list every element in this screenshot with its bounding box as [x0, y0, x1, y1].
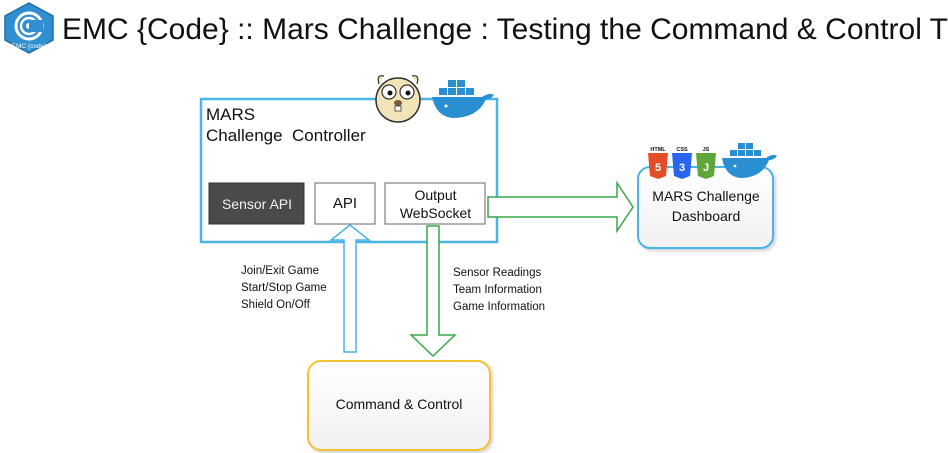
command-control-box — [307, 360, 491, 451]
output-websocket-box — [384, 182, 486, 225]
controller-label-line1: MARS — [206, 105, 256, 124]
outbound-label: Game Information — [453, 301, 546, 313]
emc-code-logo-icon: EMC {code} — [4, 2, 54, 54]
svg-text:3: 3 — [679, 162, 685, 174]
svg-text:CSS: CSS — [676, 147, 688, 153]
svg-text:JS: JS — [703, 147, 710, 153]
html5-icon: 5 HTML — [648, 147, 668, 179]
outbound-label: Team Information — [453, 284, 542, 296]
command-arrow-up — [328, 224, 372, 353]
inbound-commands-list: Join/Exit Game Start/Stop Game Shield On… — [241, 263, 327, 314]
inbound-label: Join/Exit Game — [241, 265, 319, 277]
page-title: EMC {Code} :: Mars Challenge : Testing t… — [62, 13, 948, 46]
css3-icon: 3 CSS — [672, 147, 692, 179]
svg-text:5: 5 — [655, 162, 661, 174]
inbound-label: Shield On/Off — [241, 299, 310, 311]
controller-label: MARS Challenge Controller — [206, 104, 366, 146]
svg-text:J: J — [703, 162, 709, 174]
output-websocket-label: Output WebSocket — [399, 186, 472, 221]
controller-label-line2: Challenge Controller — [206, 126, 366, 145]
sensor-api-label: Sensor API — [221, 195, 293, 212]
dashboard-label: MARS Challenge Dashboard — [652, 188, 760, 224]
sensor-api-box — [208, 182, 305, 225]
output-arrow-right — [487, 180, 634, 234]
inbound-label: Start/Stop Game — [241, 282, 327, 294]
outbound-data-list: Sensor Readings Team Information Game In… — [453, 265, 545, 316]
logo-text: EMC {code} — [12, 43, 48, 50]
command-control-label: Command & Control — [335, 396, 463, 412]
docker-whale-icon — [432, 80, 494, 118]
api-box — [314, 182, 376, 225]
docker-whale-icon — [722, 143, 777, 178]
api-label: API — [332, 194, 358, 212]
output-arrow-down — [409, 225, 457, 358]
js-icon: J JS — [696, 147, 716, 179]
gopher-icon — [375, 75, 421, 123]
outbound-label: Sensor Readings — [453, 267, 542, 279]
svg-text:HTML: HTML — [650, 147, 666, 153]
